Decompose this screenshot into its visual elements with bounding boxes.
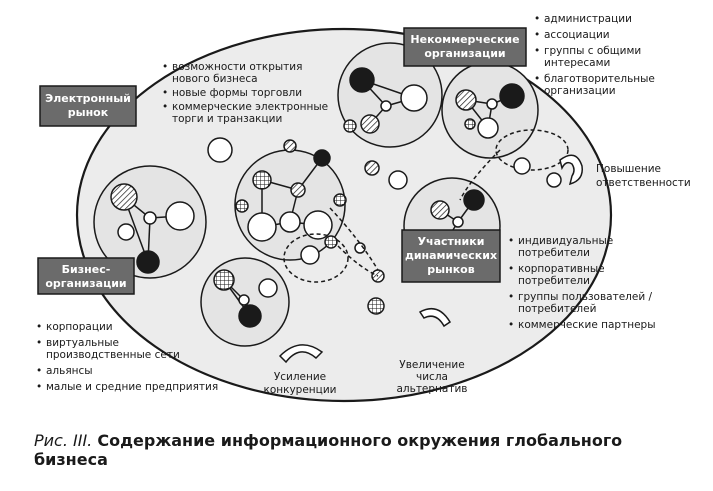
list-item: альянсы	[46, 365, 93, 377]
arrow-competition	[278, 344, 324, 364]
arrow-label-line: числа	[416, 371, 448, 383]
list-item: интересами	[544, 57, 610, 69]
box-nonprofit-line2: организации	[424, 47, 505, 60]
list-item: новые формы торговли	[172, 87, 302, 99]
list-item: организации	[544, 85, 616, 97]
list-bullet: •	[36, 337, 42, 349]
box-participants: Участники динамических рынков	[401, 229, 501, 283]
list-nonprofit: • администрации • ассоциации • группы с …	[534, 13, 655, 97]
box-business-line1: Бизнес-	[62, 263, 111, 276]
arrow-responsibility	[559, 154, 583, 186]
label-competition: Усиление конкуренции	[264, 371, 337, 396]
box-e-market-line1: Электронный	[45, 92, 131, 105]
scattered-nodes	[207, 137, 562, 315]
list-item: производственные сети	[46, 349, 180, 361]
cluster-top-right	[337, 42, 443, 148]
arrow-label-line: конкуренции	[264, 384, 337, 396]
box-participants-line1: Участники	[418, 235, 485, 248]
list-item: малые и средние предприятия	[46, 381, 218, 393]
arrow-label-line: Увеличение	[399, 359, 464, 371]
list-bullet: •	[534, 73, 540, 85]
box-e-market: Электронный рынок	[39, 85, 137, 127]
list-e-market: • возможности открытия нового бизнеса • …	[162, 61, 328, 125]
arrow-alternatives	[418, 307, 452, 328]
list-item: потребители	[518, 275, 590, 287]
list-bullet: •	[36, 381, 42, 393]
list-item: группы с общими	[544, 45, 641, 57]
list-bullet: •	[162, 87, 168, 99]
box-business: Бизнес- организации	[37, 257, 135, 295]
list-bullet: •	[36, 365, 42, 377]
cluster-top-right-2	[441, 61, 569, 175]
list-item: виртуальные	[46, 337, 119, 349]
cluster-lower-left	[200, 257, 290, 347]
box-nonprofit: Некоммерческие организации	[403, 27, 527, 67]
list-bullet: •	[508, 263, 514, 275]
figure-title: Содержание информационного окружения гло…	[34, 431, 623, 469]
arrow-label-line: ответственности	[596, 177, 691, 189]
list-item: коммерческие партнеры	[518, 319, 656, 331]
list-bullet: •	[508, 235, 514, 247]
list-item: нового бизнеса	[172, 73, 258, 85]
list-item: торги и транзакции	[172, 113, 282, 125]
list-participants: • индивидуальные потребители • корпорати…	[508, 235, 656, 331]
cluster-center-top	[234, 139, 349, 283]
list-bullet: •	[36, 321, 42, 333]
list-bullet: •	[508, 291, 514, 303]
list-item: группы пользователей /	[518, 291, 652, 303]
label-alternatives: Увеличение числа альтернатив	[396, 359, 467, 395]
box-participants-line3: рынков	[427, 263, 474, 276]
box-business-line2: организации	[45, 277, 126, 290]
list-bullet: •	[534, 13, 540, 25]
label-responsibility: Повышение ответственности	[596, 163, 691, 189]
list-bullet: •	[534, 29, 540, 41]
list-bullet: •	[508, 319, 514, 331]
list-item: потребители	[518, 247, 590, 259]
figure-number: Рис. III.	[34, 431, 93, 450]
box-participants-line2: динамических	[405, 249, 497, 262]
arrow-label-line: альтернатив	[396, 383, 467, 395]
list-item: возможности открытия	[172, 61, 302, 73]
arrow-label-line: Усиление	[274, 371, 326, 383]
list-item: корпоративные	[518, 263, 605, 275]
list-business: • корпорации • виртуальные производствен…	[36, 321, 218, 393]
box-nonprofit-line1: Некоммерческие	[410, 33, 519, 46]
list-bullet: •	[162, 101, 168, 113]
list-item: администрации	[544, 13, 632, 25]
list-item: корпорации	[46, 321, 113, 333]
figure-caption: Рис. III. Содержание информационного окр…	[34, 431, 694, 469]
list-item: потребителей	[518, 303, 596, 315]
list-item: индивидуальные	[518, 235, 613, 247]
cluster-left	[93, 165, 207, 279]
list-item: коммерческие электронные	[172, 101, 328, 113]
list-bullet: •	[534, 45, 540, 57]
list-item: ассоциации	[544, 29, 610, 41]
arrow-label-line: Повышение	[596, 163, 661, 175]
list-item: благотворительные	[544, 73, 655, 85]
list-bullet: •	[162, 61, 168, 73]
box-e-market-line2: рынок	[68, 106, 109, 119]
